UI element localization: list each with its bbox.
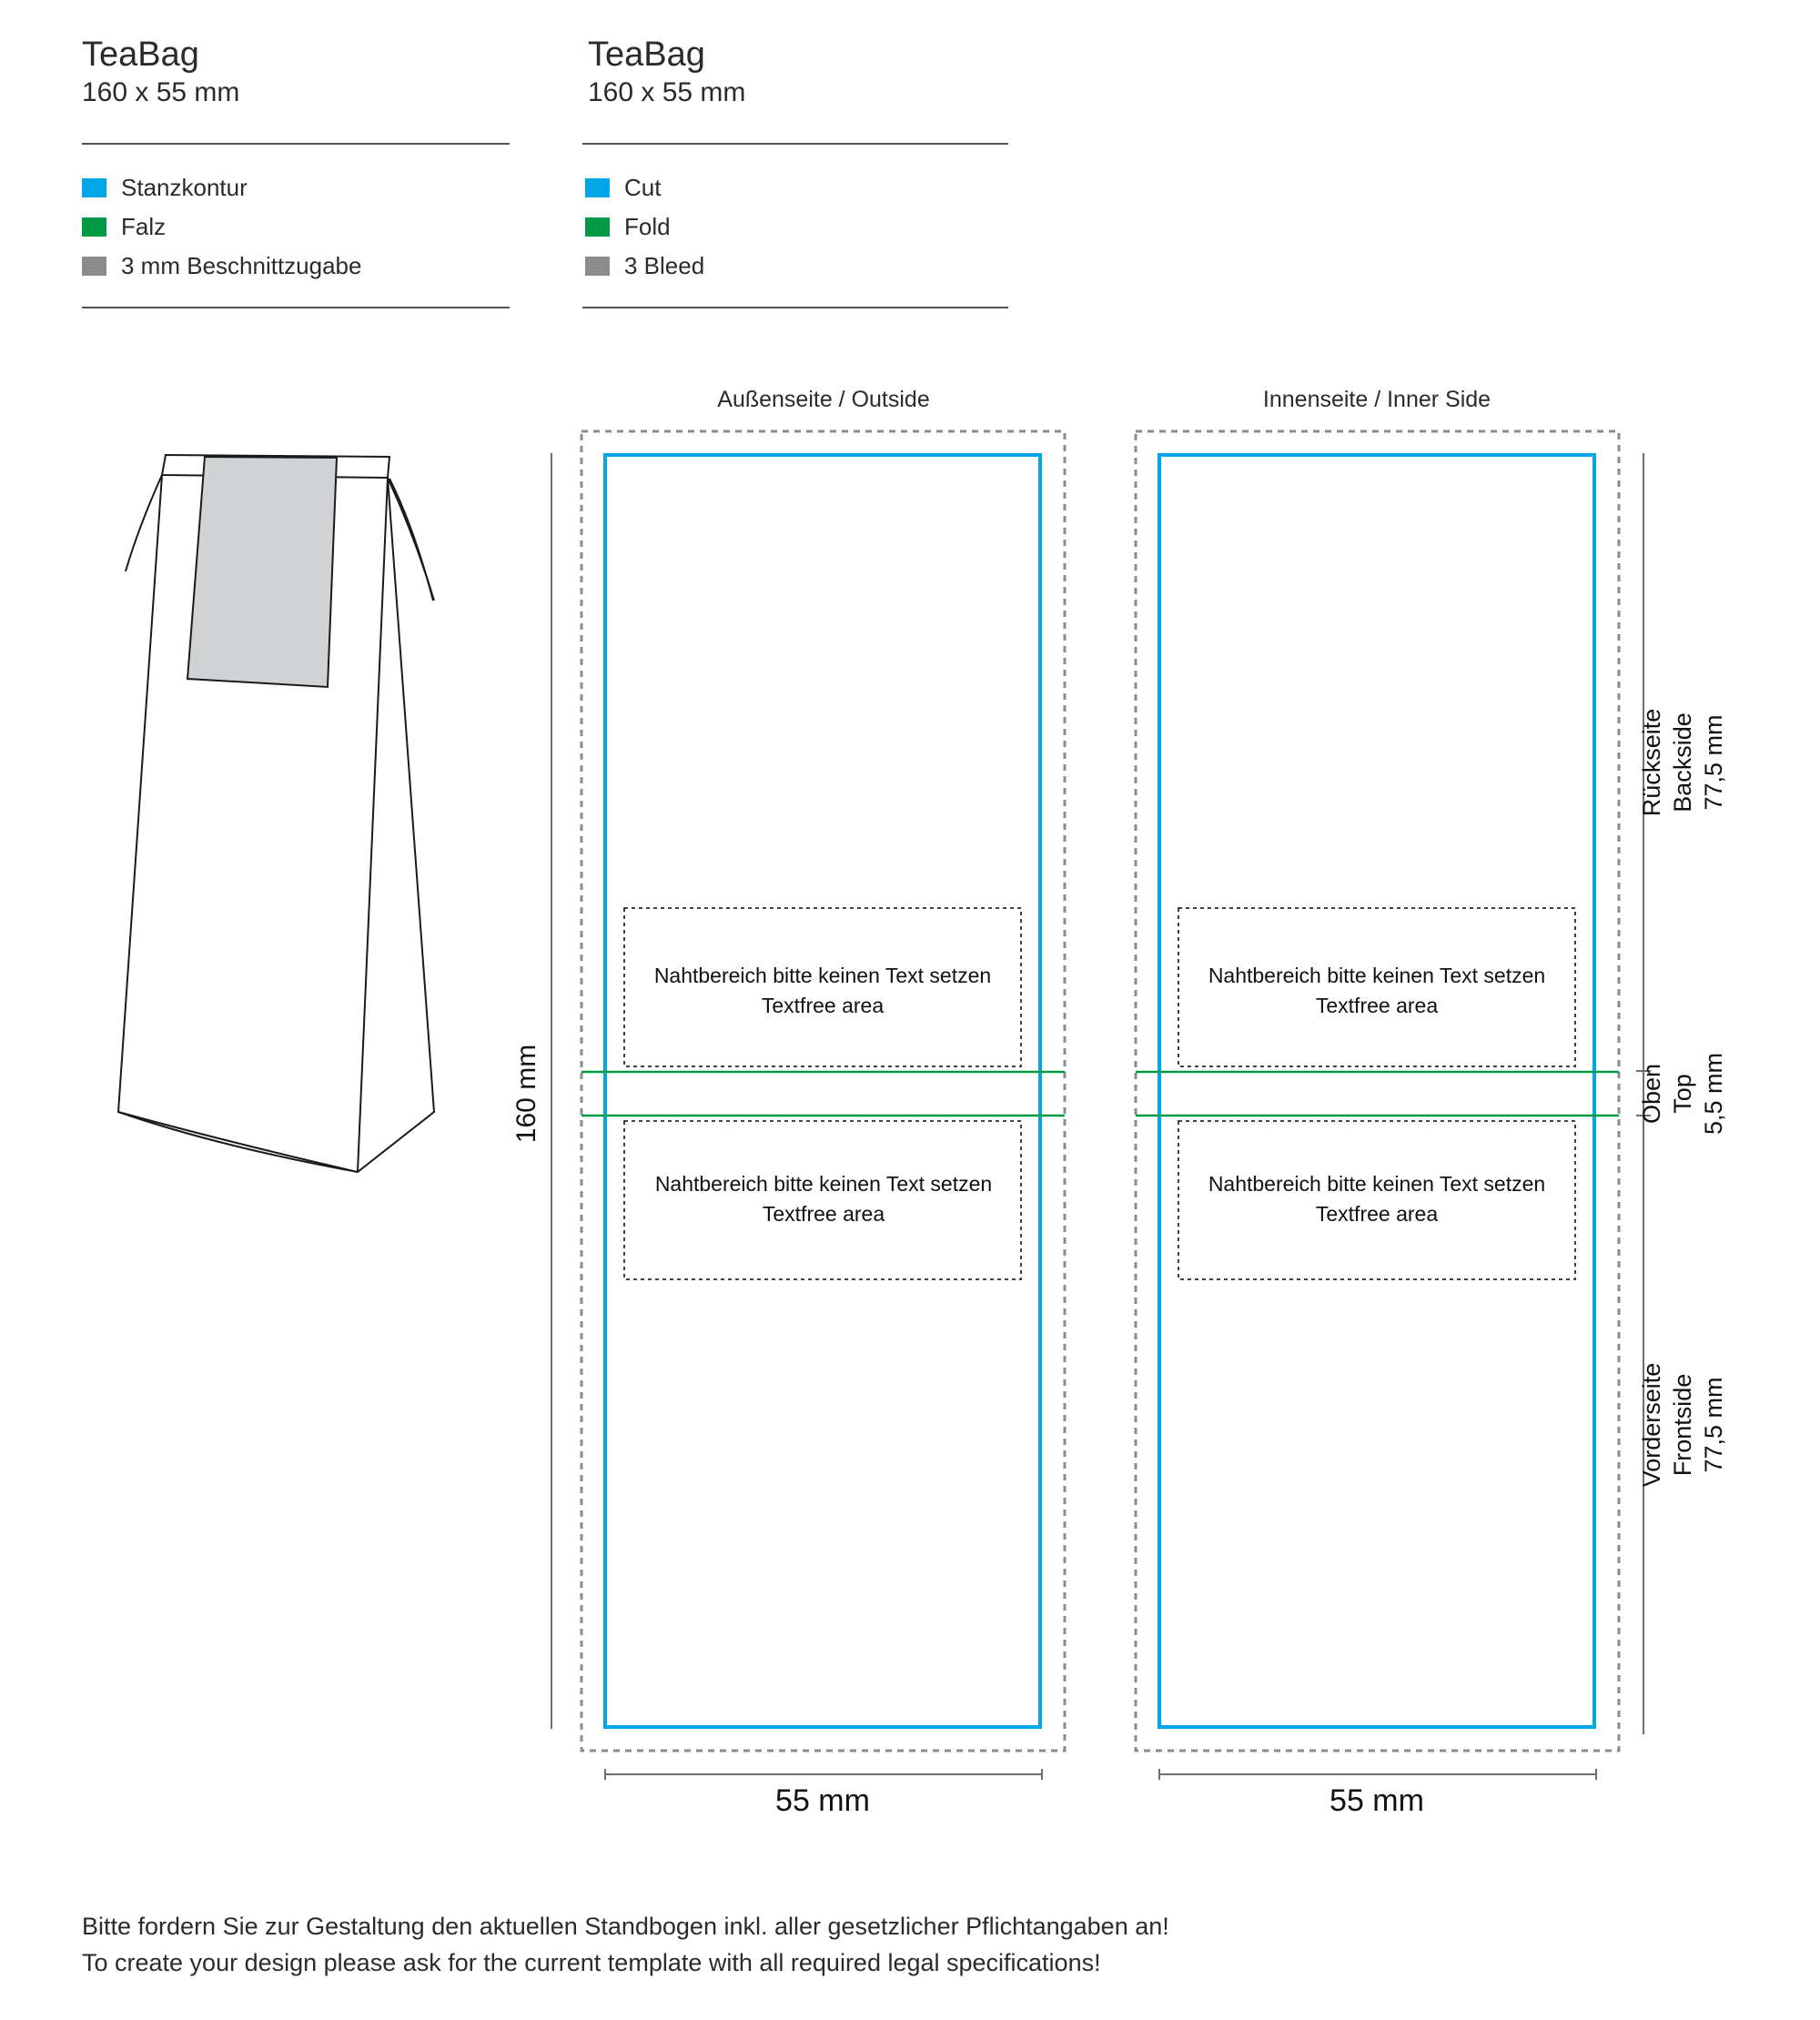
header-de-rule-top [82, 143, 510, 145]
inside-panel: Nahtbereich bitte keinen Text setzen Tex… [1134, 429, 1621, 1818]
bag-label-patch [186, 455, 339, 689]
outside-textfree-upper-line1: Nahtbereich bitte keinen Text setzen [654, 964, 991, 987]
header-en: TeaBag 160 x 55 mm [588, 35, 1006, 109]
section-label-front: Vorderseite Frontside 77,5 mm [1638, 1363, 1727, 1488]
bag-string-left [125, 474, 163, 572]
header-en-rule-top [582, 143, 1008, 145]
bag-front-fold [357, 477, 389, 1173]
inside-textfree-box-upper [1178, 907, 1576, 1067]
bag-string-right [389, 478, 434, 601]
inside-cut-outline [1158, 453, 1596, 1729]
header-de-rule-bottom [82, 307, 510, 308]
outside-panel-title: Außenseite / Outside [717, 387, 930, 412]
legend-en-item-fold: Fold [585, 211, 704, 242]
outside-textfree-lower-line2: Textfree area [763, 1202, 885, 1226]
inside-textfree-upper-line2: Textfree area [1316, 994, 1438, 1017]
outside-bleed-outline [580, 429, 1067, 1752]
legend-de-item-fold: Falz [82, 211, 361, 242]
inside-panel-title: Innenseite / Inner Side [1262, 387, 1491, 412]
section-back-size: 77,5 mm [1700, 714, 1727, 810]
legend-de-item-cut: Stanzkontur [82, 172, 361, 203]
header-de-size: 160 x 55 mm [82, 77, 240, 107]
outside-textfree-lower-line1: Nahtbereich bitte keinen Text setzen [655, 1172, 992, 1196]
legend-swatch-bleed [585, 256, 610, 276]
inside-textfree-box-lower [1178, 1120, 1576, 1280]
section-top-en: Top [1669, 1074, 1696, 1114]
section-label-back: Rückseite Backside 77,5 mm [1638, 709, 1727, 817]
legend-label: Falz [121, 213, 167, 240]
section-top-de: Oben [1638, 1064, 1665, 1124]
section-back-en: Backside [1669, 712, 1696, 813]
legend-de: Stanzkontur Falz 3 mm Beschnittzugabe [82, 172, 361, 281]
section-front-de: Vorderseite [1638, 1363, 1665, 1488]
legend-swatch-cut [82, 177, 106, 197]
header-en-title: TeaBag [588, 35, 705, 74]
footer-line-de: Bitte fordern Sie zur Gestaltung den akt… [82, 1913, 1169, 1940]
outside-textfree-upper-line2: Textfree area [762, 994, 884, 1017]
header-en-size: 160 x 55 mm [588, 77, 746, 107]
legend-swatch-bleed [82, 256, 106, 276]
section-front-size: 77,5 mm [1700, 1377, 1727, 1472]
legend-label: 3 mm Beschnittzugabe [121, 252, 362, 279]
bag-bottom-front [117, 1111, 359, 1173]
outside-textfree-box-upper [623, 907, 1022, 1067]
inside-bleed-outline [1134, 429, 1621, 1752]
legend-label: 3 Bleed [624, 252, 705, 279]
legend-en-item-cut: Cut [585, 172, 704, 203]
legend-label: Stanzkontur [121, 174, 248, 201]
legend-swatch-cut [585, 177, 610, 197]
legend-label: Fold [624, 213, 671, 240]
outside-panel: Nahtbereich bitte keinen Text setzen Tex… [580, 429, 1067, 1818]
inside-textfree-lower-line1: Nahtbereich bitte keinen Text setzen [1208, 1172, 1545, 1196]
legend-en-item-bleed: 3 Bleed [585, 250, 704, 281]
section-top-size: 5,5 mm [1700, 1053, 1727, 1135]
header-de: TeaBag 160 x 55 mm [82, 35, 510, 109]
legend-swatch-fold [585, 217, 610, 237]
inside-textfree-lower-line2: Textfree area [1316, 1202, 1438, 1226]
outside-textfree-box-lower [623, 1120, 1022, 1280]
legend-de-item-bleed: 3 mm Beschnittzugabe [82, 250, 361, 281]
header-de-title: TeaBag [82, 35, 199, 74]
inside-textfree-upper-line1: Nahtbereich bitte keinen Text setzen [1208, 964, 1545, 987]
height-label: 160 mm [511, 1045, 541, 1143]
tea-bag-illustration [116, 453, 436, 1174]
inside-width-label: 55 mm [1330, 1783, 1424, 1818]
footer-note: Bitte fordern Sie zur Gestaltung den akt… [82, 1908, 1793, 1981]
section-front-en: Frontside [1669, 1374, 1696, 1477]
outside-cut-outline [603, 453, 1042, 1729]
footer-line-en: To create your design please ask for the… [82, 1949, 1101, 1976]
outside-width-label: 55 mm [775, 1783, 870, 1818]
header-en-rule-bottom [582, 307, 1008, 308]
section-label-top: Oben Top 5,5 mm [1638, 1053, 1727, 1135]
legend-swatch-fold [82, 217, 106, 237]
legend-en: Cut Fold 3 Bleed [585, 172, 704, 281]
legend-label: Cut [624, 174, 662, 201]
section-back-de: Rückseite [1638, 709, 1665, 817]
